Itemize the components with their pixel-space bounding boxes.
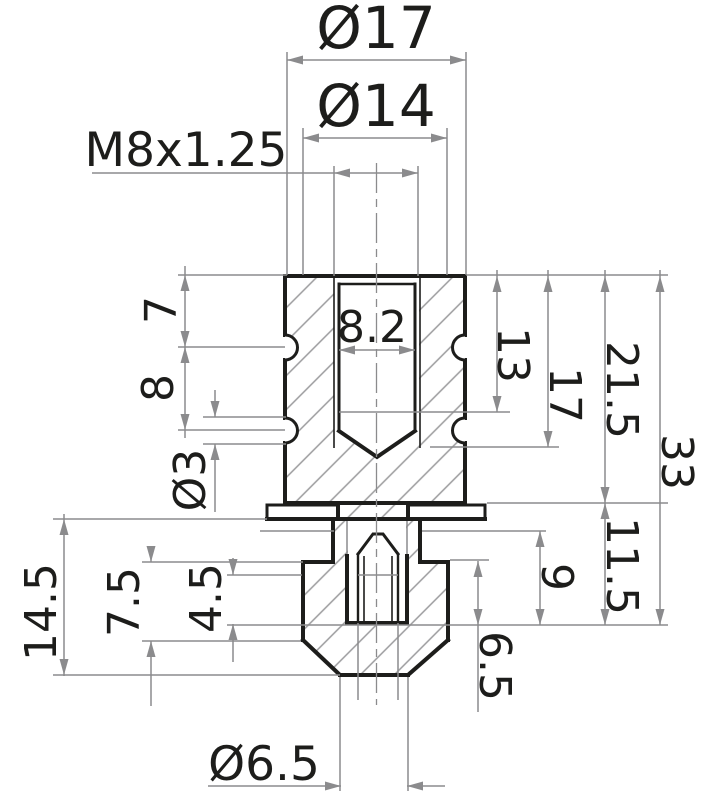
dim-overall-height: 33 [651,434,702,490]
arrowhead [228,559,238,575]
arrowhead [325,781,341,791]
arrowhead [228,624,238,640]
arrowhead [59,519,69,535]
dimension-arrows [59,55,665,791]
dim-tip-total: 14.5 [16,563,67,661]
arrowhead [473,561,483,577]
arrowhead [180,275,190,291]
arrowhead [431,133,447,143]
dim-thread-spec: M8x1.25 [85,123,288,178]
arrowhead [146,641,156,657]
dim-hole-depth: 17 [539,367,590,423]
dim-upper-height: 21.5 [596,341,647,439]
dim-groove1: 7 [136,296,187,324]
arrowhead [399,345,415,355]
dim-tip-mid: 7.5 [99,567,150,637]
dim-thread-depth: 13 [487,327,538,383]
arrowhead [535,531,545,547]
arrowhead [180,347,190,363]
arrowhead [287,55,303,65]
arrowhead [402,168,418,178]
arrowhead [543,431,553,447]
dim-thread-bore: 8.2 [337,302,407,353]
dim-groove2: 8 [133,374,184,402]
arrowhead [600,503,610,519]
dim-outer-dia: Ø17 [316,0,435,62]
arrowhead [407,781,423,791]
arrowhead [543,276,553,292]
arrowhead [450,55,466,65]
arrowhead [210,444,220,460]
dim-tip-inner: 4.5 [181,563,232,633]
arrowhead [339,345,355,355]
arrowhead [146,546,156,562]
arrowhead [473,609,483,625]
arrowhead [334,168,350,178]
dim-mid-dia: Ø14 [316,72,435,140]
arrowhead [600,487,610,503]
dim-tip-dia: Ø6.5 [208,737,320,792]
arrowhead [655,609,665,625]
arrowhead [303,133,319,143]
groove-notches [283,333,467,445]
flange-washer [265,503,487,521]
arrowhead [180,414,190,430]
arrowhead [600,609,610,625]
dim-insert-depth: 9 [531,563,582,591]
threaded-bore [333,277,421,460]
dim-tip-step: 6.5 [469,631,520,701]
arrowhead [180,331,190,347]
dimension-lines [53,52,668,791]
arrowhead [492,276,502,292]
arrowhead [655,276,665,292]
arrowhead [59,659,69,675]
arrowhead [492,396,502,412]
dim-groove-dia: Ø3 [165,449,216,512]
dimension-labels: Ø17 Ø14 M8x1.25 8.2 7 8 Ø3 13 17 21.5 33… [16,0,702,792]
inner-screw [355,532,401,625]
arrowhead [210,401,220,417]
dim-lower-height: 11.5 [596,517,647,615]
arrowhead [600,276,610,292]
lower-body [300,517,451,678]
arrowhead [535,609,545,625]
